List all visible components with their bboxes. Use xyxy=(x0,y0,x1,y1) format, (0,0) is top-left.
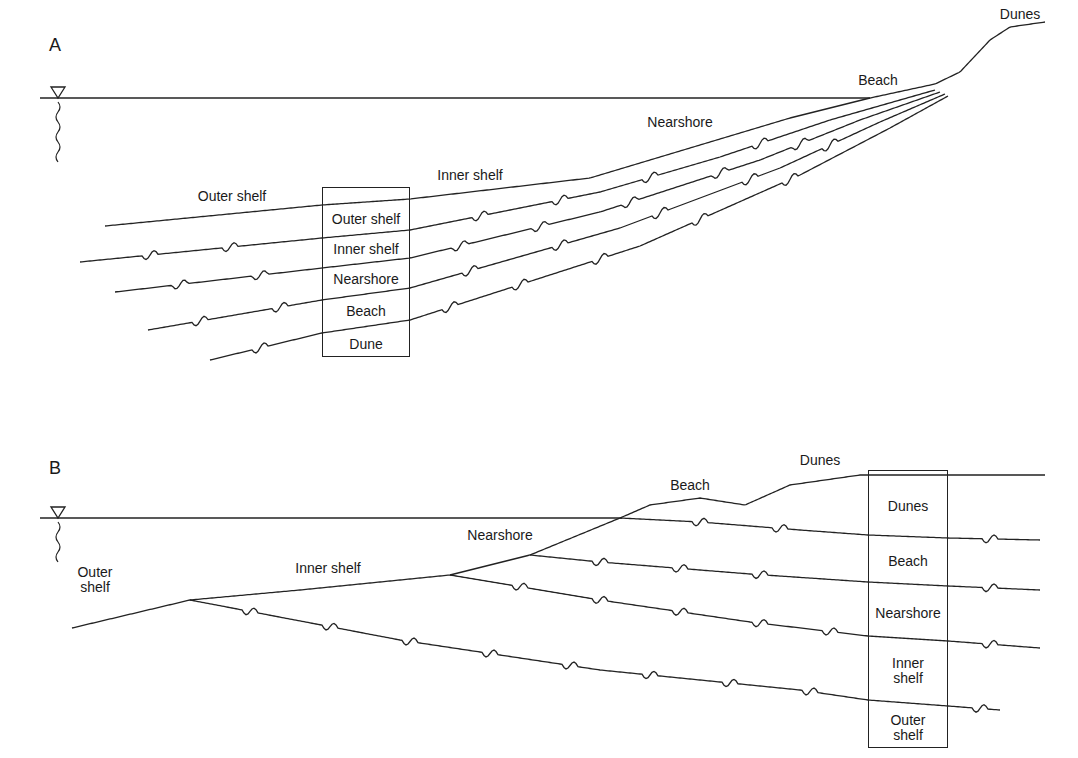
sea-floor-profile xyxy=(105,22,1045,226)
environment-label: Nearshore xyxy=(467,528,532,543)
facies-name: Nearshore xyxy=(875,606,940,621)
environment-label: Beach xyxy=(670,478,710,493)
environment-label: Nearshore xyxy=(647,115,712,130)
water-level-symbol xyxy=(51,507,65,518)
panel-letter: A xyxy=(49,35,61,55)
water-level-symbol xyxy=(51,87,65,98)
facies-name: Beach xyxy=(346,304,386,319)
sea-level-line xyxy=(40,517,622,518)
environment-label: Outer shelf xyxy=(72,565,118,595)
facies-boundary xyxy=(115,92,940,292)
facies-name: Inner shelf xyxy=(333,242,398,257)
facies-name: Outer shelf xyxy=(885,713,931,743)
facies-boundary xyxy=(620,518,1040,543)
facies-name: Nearshore xyxy=(333,272,398,287)
facies-boundary xyxy=(450,575,1040,648)
facies-name: Dune xyxy=(349,337,382,352)
sea-level-line xyxy=(40,97,870,98)
water-wave-symbol xyxy=(56,102,60,162)
facies-boundary xyxy=(148,94,945,330)
facies-name: Dunes xyxy=(888,499,928,514)
environment-label: Inner shelf xyxy=(437,168,502,183)
facies-boundary xyxy=(80,90,935,262)
panel-letter: B xyxy=(49,458,61,478)
environment-label: Outer shelf xyxy=(198,189,266,204)
water-level-a xyxy=(40,87,870,162)
facies-column: Outer shelfInner shelfNearshoreBeachDune xyxy=(322,187,410,357)
facies-boundary xyxy=(210,96,948,360)
facies-name: Inner shelf xyxy=(885,656,931,686)
facies-boundary xyxy=(190,600,1000,712)
environment-label: Dunes xyxy=(1000,7,1040,22)
strata-lines xyxy=(72,22,1045,712)
water-wave-symbol xyxy=(56,522,60,562)
environment-label: Inner shelf xyxy=(295,561,360,576)
facies-boundary xyxy=(530,555,1040,592)
environment-label: Beach xyxy=(858,73,898,88)
environment-label: Dunes xyxy=(800,453,840,468)
facies-name: Beach xyxy=(888,554,928,569)
facies-name: Outer shelf xyxy=(332,212,400,227)
facies-column: DunesBeachNearshoreInner shelfOuter shel… xyxy=(868,470,948,748)
